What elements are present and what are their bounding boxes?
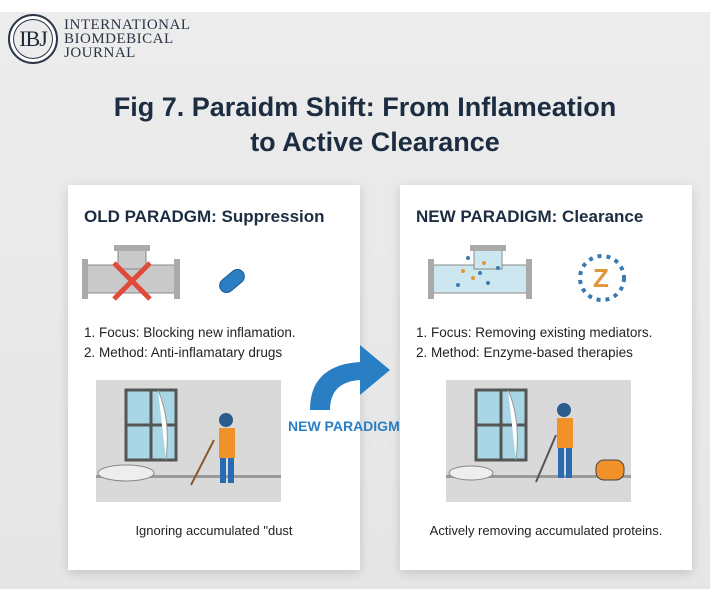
new-point: 2. Method: Enzyme-based therapies — [416, 345, 633, 360]
journal-name-line: JOURNAL — [64, 45, 136, 61]
journal-name-line: INTERNATIONAL — [64, 17, 191, 33]
new-caption: Actively removing accumulated proteins. — [429, 523, 663, 538]
old-heading: OLD PARADGM: Suppression — [84, 207, 325, 226]
title-line-1: Fig 7. Paraidm Shift: From Inflameation — [113, 92, 617, 122]
clearing-pipe-icon: Z — [428, 245, 626, 302]
old-points: 1. Focus: Blocking new inflamation. 2. M… — [84, 323, 296, 363]
new-heading: NEW PARADIGM: Clearance — [416, 207, 644, 226]
svg-text:Z: Z — [593, 263, 609, 293]
new-points: 1. Focus: Removing existing mediators. 2… — [416, 323, 652, 363]
new-paradigm-card: NEW PARADIGM: Clearance Z 1. Focus: Remo… — [400, 185, 692, 570]
sweeping-scene-illustration — [96, 380, 281, 502]
journal-name: INTERNATIONAL BIOMDEBICAL JOURNAL — [64, 17, 191, 61]
new-point: 1. Focus: Removing existing mediators. — [416, 325, 653, 340]
blocked-pipe-icon — [82, 245, 245, 301]
arrow-label: NEW PARADIGM — [288, 418, 400, 434]
pill-icon — [219, 269, 245, 293]
title-line-2: to Active Clearance — [250, 127, 500, 157]
old-caption: Ignoring accumulated "dust — [135, 523, 293, 538]
enzyme-icon: Z — [578, 254, 626, 302]
journal-seal: IBJ — [8, 14, 58, 64]
journal-logo: IBJ INTERNATIONAL BIOMDEBICAL JOURNAL — [8, 14, 190, 64]
curved-arrow-icon — [310, 345, 390, 410]
journal-name-line: BIOMDEBICAL — [64, 31, 174, 47]
old-point: 2. Method: Anti-inflamatary drugs — [84, 345, 283, 360]
old-paradigm-card: OLD PARADGM: Suppression 1. Focus: Block… — [68, 185, 360, 570]
vacuuming-scene-illustration — [446, 380, 631, 502]
old-point: 1. Focus: Blocking new inflamation. — [84, 325, 296, 340]
figure-title: Fig 7. Paraidm Shift: From Inflameation … — [0, 90, 710, 160]
